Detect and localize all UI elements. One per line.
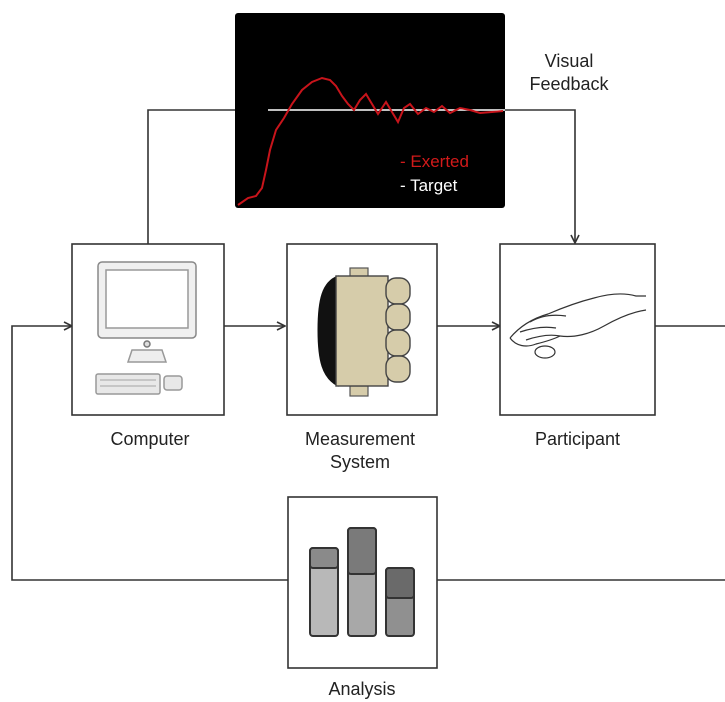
legend-target: - Target bbox=[400, 176, 458, 195]
feedback-legend: - Exerted - Target bbox=[400, 150, 510, 198]
visual-feedback-label: Visual Feedback bbox=[529, 51, 609, 94]
force-sensor-icon bbox=[317, 267, 411, 397]
exerted-trace bbox=[237, 76, 504, 206]
feedback-screen bbox=[235, 13, 505, 208]
computer-icon bbox=[95, 261, 197, 395]
participant-label: Participant bbox=[534, 429, 621, 449]
analysis-to-computer-arrow bbox=[11, 326, 288, 581]
computer-node bbox=[71, 243, 225, 416]
computer-label: Computer bbox=[110, 429, 190, 449]
bar-chart-icon bbox=[309, 527, 415, 637]
analysis-node bbox=[287, 496, 438, 669]
participant-node bbox=[499, 243, 656, 416]
analysis-label: Analysis bbox=[328, 679, 396, 699]
hand-icon bbox=[509, 293, 647, 359]
measurement-system-label: Measurement System bbox=[304, 429, 416, 472]
legend-exerted: - Exerted bbox=[400, 152, 469, 171]
measurement-node bbox=[286, 243, 438, 416]
